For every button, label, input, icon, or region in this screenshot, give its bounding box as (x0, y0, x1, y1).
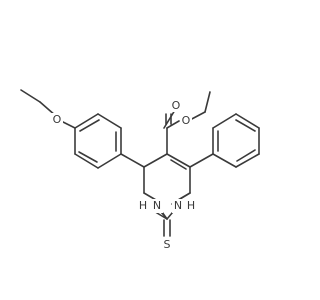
hydrogen-right-label: H (187, 199, 195, 212)
hydrogen-left-label: H (139, 199, 147, 212)
nitrogen-right-label: N (174, 199, 182, 212)
ester-oxygen-label: O (182, 114, 191, 127)
ether-oxygen-label: O (53, 113, 62, 126)
carbonyl-oxygen-label: O (172, 99, 181, 112)
ethoxy-group (20, 89, 76, 129)
nitrogen-left-label: N (153, 199, 161, 212)
aryl-c4-bond (120, 153, 145, 168)
ethoxyphenyl-ring (74, 113, 122, 169)
phenyl-ring (189, 113, 260, 168)
atom-labels: O O O N H N H S (51, 98, 197, 252)
molecule-structure: O O O N H N H S (20, 89, 260, 252)
sulfur-label: S (164, 238, 171, 251)
ester-group (163, 91, 211, 155)
